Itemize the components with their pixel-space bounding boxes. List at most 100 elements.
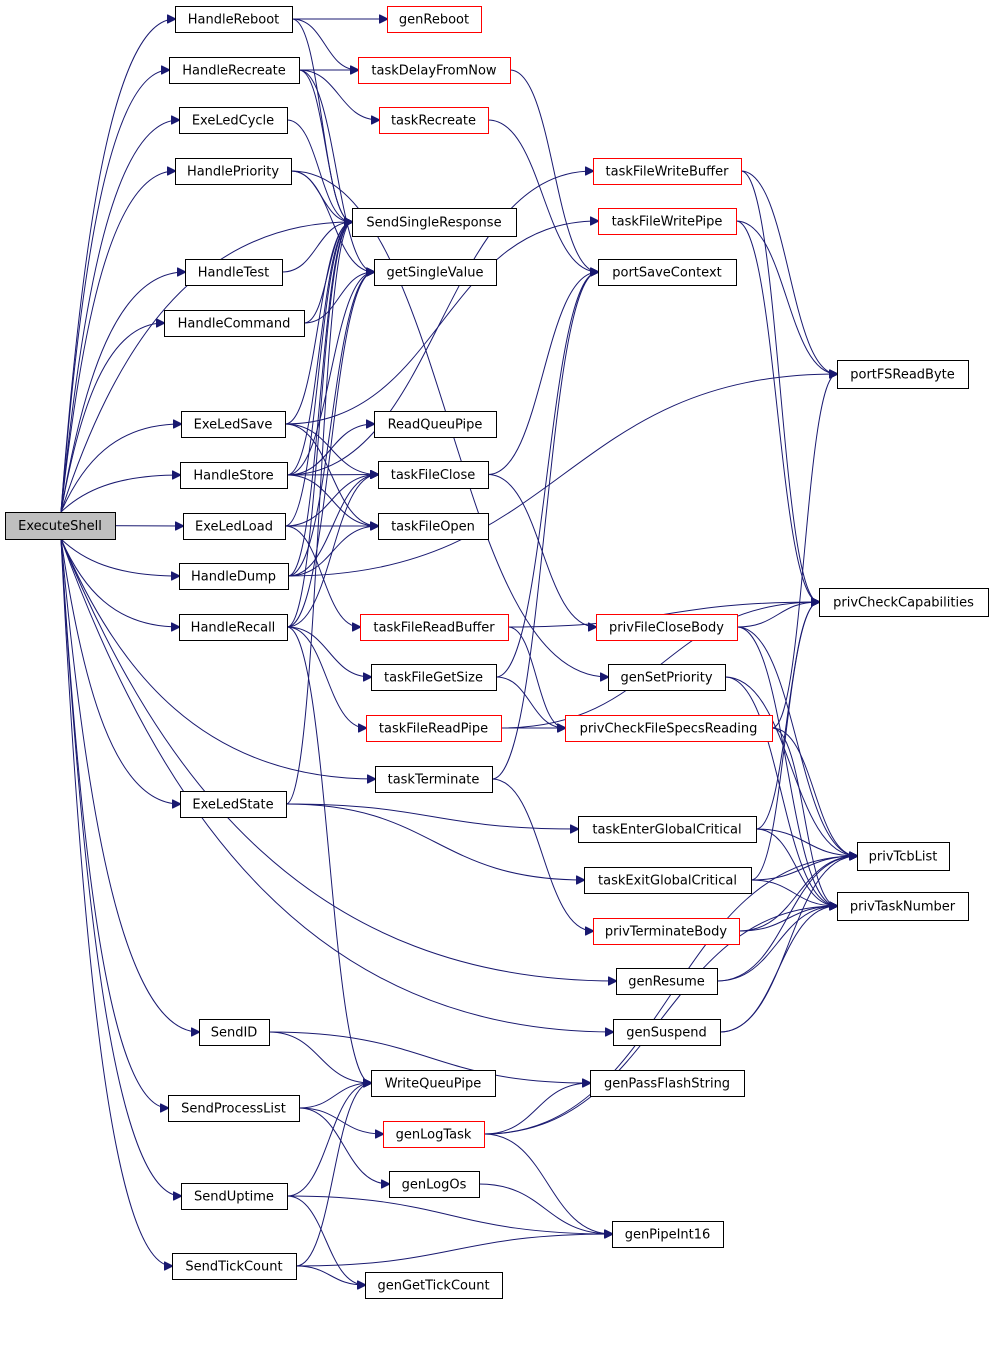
node-label-taskEnterGlobalCritical: taskEnterGlobalCritical [592,823,741,838]
node-genResume[interactable]: genResume [616,968,718,995]
node-taskFileWritePipe[interactable]: taskFileWritePipe [598,208,737,235]
edge-ExeLedSave-to-taskFileWritePipe [284,221,598,425]
node-label-genPipeInt16: genPipeInt16 [625,1228,711,1243]
node-box-ExeLedCycle [179,107,288,134]
node-genLogTask[interactable]: genLogTask [383,1121,485,1148]
node-privFileCloseBody[interactable]: privFileCloseBody [596,614,738,641]
edge-taskFileWritePipe-to-portFSReadByte [735,220,837,374]
node-label-taskDelayFromNow: taskDelayFromNow [371,64,497,79]
node-HandleRecall[interactable]: HandleRecall [179,614,288,641]
node-genSuspend[interactable]: genSuspend [613,1019,721,1046]
node-label-HandleRecall: HandleRecall [191,621,276,636]
node-label-genGetTickCount: genGetTickCount [377,1279,489,1294]
edge-HandleRecall-to-taskFileReadPipe [286,626,366,728]
node-box-genResume [616,968,718,995]
node-HandleDump[interactable]: HandleDump [179,563,289,590]
node-HandleReboot[interactable]: HandleReboot [175,6,293,33]
node-SendTickCount[interactable]: SendTickCount [172,1253,297,1280]
node-box-taskFileWritePipe [598,208,737,235]
node-privCheckFileSpecsReading[interactable]: privCheckFileSpecsReading [565,715,773,742]
edge-ExeLedState-to-SendSingleResponse [285,222,352,805]
node-ReadQueuPipe[interactable]: ReadQueuPipe [374,411,497,438]
node-taskDelayFromNow[interactable]: taskDelayFromNow [358,57,511,84]
edge-HandleStore-to-taskFileWriteBuffer [286,171,593,476]
node-SendProcessList[interactable]: SendProcessList [168,1095,300,1122]
node-taskFileWriteBuffer[interactable]: taskFileWriteBuffer [593,158,742,185]
node-privCheckCapabilities[interactable]: privCheckCapabilities [819,588,989,617]
edge-taskFileClose-to-portSaveContext [487,272,598,475]
node-taskRecreate[interactable]: taskRecreate [379,107,489,134]
node-taskFileGetSize[interactable]: taskFileGetSize [371,664,497,691]
node-label-genLogTask: genLogTask [396,1128,472,1143]
node-taskFileReadPipe[interactable]: taskFileReadPipe [366,715,502,742]
node-privTerminateBody[interactable]: privTerminateBody [593,918,740,945]
node-getSingleValue[interactable]: getSingleValue [374,259,497,286]
node-taskFileClose[interactable]: taskFileClose [378,461,489,489]
edge-SendUptime-to-WriteQueuPipe [286,1083,371,1197]
node-ExeLedState[interactable]: ExeLedState [180,791,287,818]
node-label-taskFileWriteBuffer: taskFileWriteBuffer [606,165,730,180]
node-taskExitGlobalCritical[interactable]: taskExitGlobalCritical [584,867,752,894]
edge-HandleRecall-to-getSingleValue [286,272,374,628]
node-portSaveContext[interactable]: portSaveContext [598,259,737,286]
node-label-genLogOs: genLogOs [402,1178,467,1193]
edge-taskTerminate-to-privTerminateBody [491,778,593,931]
node-genSetPriority[interactable]: genSetPriority [608,664,726,691]
node-box-WriteQueuPipe [371,1070,496,1097]
node-ExeLedLoad[interactable]: ExeLedLoad [183,513,286,540]
edge-taskFileWriteBuffer-to-portFSReadByte [740,170,837,374]
edge-ExecuteShell-to-HandleRecreate [60,70,169,513]
node-privTcbList[interactable]: privTcbList [857,842,950,871]
node-taskFileReadBuffer[interactable]: taskFileReadBuffer [360,614,509,641]
node-ExeLedCycle[interactable]: ExeLedCycle [179,107,288,134]
edge-ExeLedLoad-to-SendSingleResponse [284,222,352,527]
node-box-ExeLedState [180,791,287,818]
edge-HandleTest-to-SendSingleResponse [281,222,352,273]
node-privTaskNumber[interactable]: privTaskNumber [837,892,969,921]
node-genGetTickCount[interactable]: genGetTickCount [365,1272,503,1299]
edge-taskRecreate-to-portSaveContext [487,119,598,272]
node-genPipeInt16[interactable]: genPipeInt16 [612,1221,724,1248]
node-HandleTest[interactable]: HandleTest [185,259,283,286]
node-label-ExeLedSave: ExeLedSave [194,418,273,433]
node-WriteQueuPipe[interactable]: WriteQueuPipe [371,1070,496,1097]
node-box-privTerminateBody [593,918,740,945]
node-label-SendUptime: SendUptime [194,1190,274,1205]
edge-taskFileGetSize-to-privCheckFileSpecsReading [495,676,565,728]
edge-ExecuteShell-to-HandleStore [60,475,180,513]
node-taskTerminate[interactable]: taskTerminate [375,766,493,793]
node-box-taskFileWriteBuffer [593,158,742,185]
node-label-taskFileWritePipe: taskFileWritePipe [612,215,723,230]
node-genLogOs[interactable]: genLogOs [389,1171,480,1198]
node-HandleStore[interactable]: HandleStore [180,462,288,489]
edge-privCheckFileSpecsReading-to-portFSReadByte [771,374,837,729]
node-box-taskExitGlobalCritical [584,867,752,894]
node-taskFileOpen[interactable]: taskFileOpen [378,513,489,540]
node-label-HandleReboot: HandleReboot [188,13,280,28]
node-genReboot[interactable]: genReboot [387,6,482,33]
node-taskEnterGlobalCritical[interactable]: taskEnterGlobalCritical [578,816,757,843]
node-SendUptime[interactable]: SendUptime [181,1183,288,1210]
node-HandleCommand[interactable]: HandleCommand [164,310,305,337]
node-label-SendSingleResponse: SendSingleResponse [366,216,501,231]
edge-ExecuteShell-to-HandleCommand [60,323,164,513]
node-HandleRecreate[interactable]: HandleRecreate [169,57,300,84]
node-box-HandleRecall [179,614,288,641]
node-box-HandleDump [179,563,289,590]
node-SendSingleResponse[interactable]: SendSingleResponse [352,208,517,237]
edge-HandleStore-to-taskFileClose [286,475,378,476]
edge-SendProcessList-to-genLogOs [298,1107,389,1184]
node-label-privTcbList: privTcbList [869,850,938,865]
edge-SendTickCount-to-genGetTickCount [295,1265,365,1285]
node-HandlePriority[interactable]: HandlePriority [175,158,292,185]
edge-HandleRecreate-to-taskRecreate [298,69,379,120]
node-portFSReadByte[interactable]: portFSReadByte [837,360,969,389]
edge-ExecuteShell-to-taskTerminate [60,538,375,779]
node-ExeLedSave[interactable]: ExeLedSave [181,411,286,438]
node-ExecuteShell[interactable]: ExecuteShell [5,512,116,540]
edge-HandleReboot-to-taskDelayFromNow [291,18,358,70]
edge-HandleDump-to-taskFileOpen [287,526,378,577]
node-genPassFlashString[interactable]: genPassFlashString [590,1070,745,1097]
edge-ExeLedState-to-taskEnterGlobalCritical [285,803,578,829]
node-SendID[interactable]: SendID [199,1019,270,1046]
